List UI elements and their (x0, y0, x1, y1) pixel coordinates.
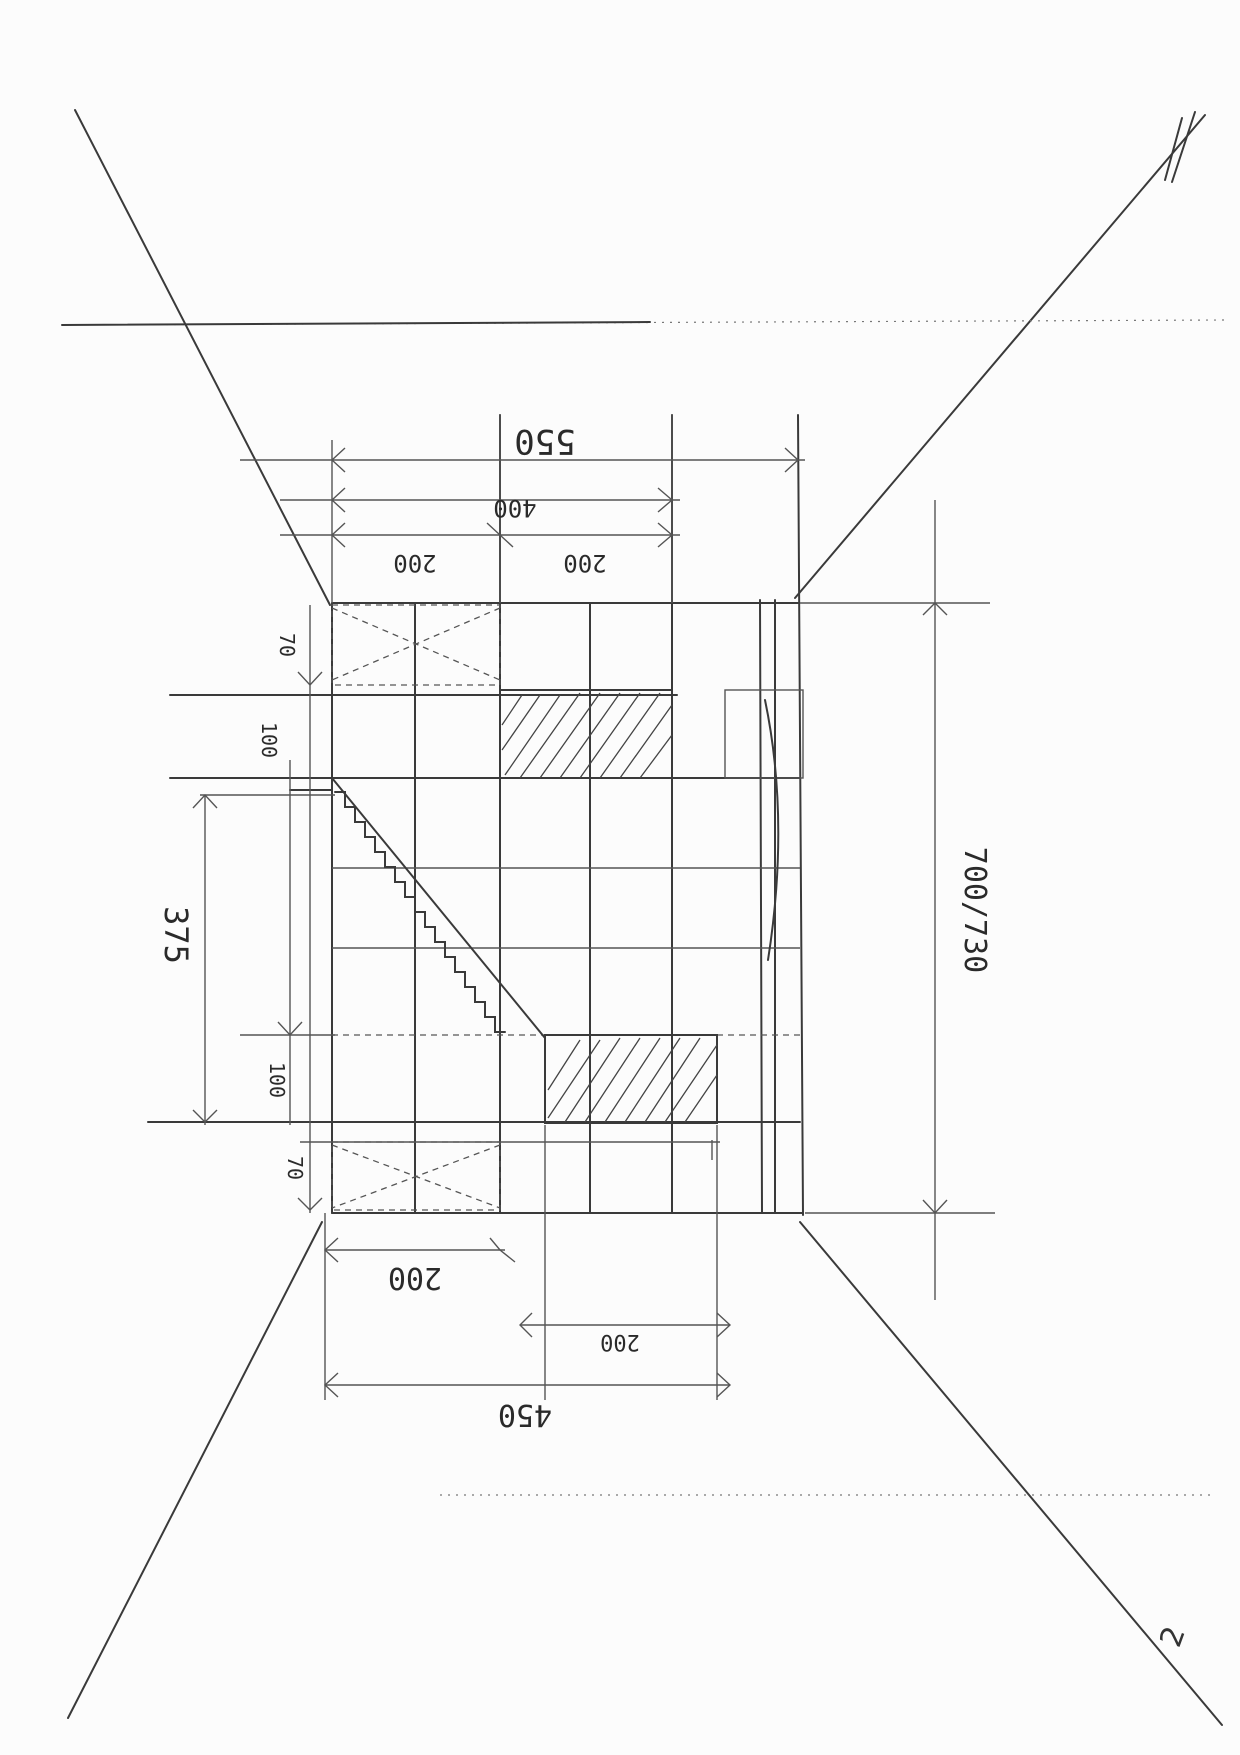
guide-line-bottom-left (67, 1221, 323, 1719)
guide-line-top-right (794, 114, 1206, 599)
dim-label-700-730: 700/730 (957, 847, 992, 973)
arrow (192, 1109, 218, 1123)
edge-mark (1171, 111, 1196, 183)
stair-diagonal (331, 777, 546, 1039)
dim-label-70-upper: 70 (275, 633, 299, 657)
dim-label-450: 450 (498, 1397, 552, 1432)
dim-label-70-lower: 70 (283, 1156, 307, 1180)
guide-line-bottom-right (799, 1221, 1223, 1726)
dim-label-400: 400 (493, 494, 536, 522)
page-number: 2 (1153, 1622, 1192, 1652)
opening-cross (331, 607, 501, 681)
dim-label-top-left-200: 200 (393, 549, 436, 577)
hatched-block-lower (544, 1034, 718, 1124)
right-curve (764, 699, 780, 961)
arrow (277, 1021, 303, 1037)
reference-line-top (61, 321, 651, 326)
dim-label-375: 375 (157, 906, 195, 964)
stair-steps (334, 791, 506, 1033)
arrow (784, 447, 800, 473)
arrow (519, 1312, 533, 1338)
arrow (297, 1197, 323, 1211)
dim-label-100-lower: 100 (265, 1062, 289, 1098)
arrow (297, 671, 323, 687)
grid-line (759, 599, 763, 1214)
arrow (922, 602, 948, 616)
arrow (489, 1237, 516, 1263)
dim-label-bottom-right-200: 200 (600, 1329, 640, 1354)
dim-label-bottom-left-200: 200 (388, 1260, 442, 1295)
guide-line-top-left (74, 109, 331, 606)
arrow (716, 1312, 732, 1338)
outline-right (797, 414, 804, 1216)
arrow (922, 1199, 948, 1215)
hatch-lower (547, 1037, 718, 1123)
dim-label-top-right-200: 200 (563, 549, 606, 577)
hatch-upper (501, 692, 673, 779)
right-niche (724, 689, 804, 779)
opening-box-top (331, 604, 501, 686)
opening-box-bottom (331, 1141, 501, 1211)
edge-mark (1164, 117, 1183, 181)
hatched-block-upper (499, 689, 673, 779)
arrow (716, 1372, 732, 1398)
dim-label-550: 550 (514, 421, 575, 461)
opening-cross (331, 1144, 501, 1209)
dim-label-100-upper: 100 (257, 722, 281, 758)
